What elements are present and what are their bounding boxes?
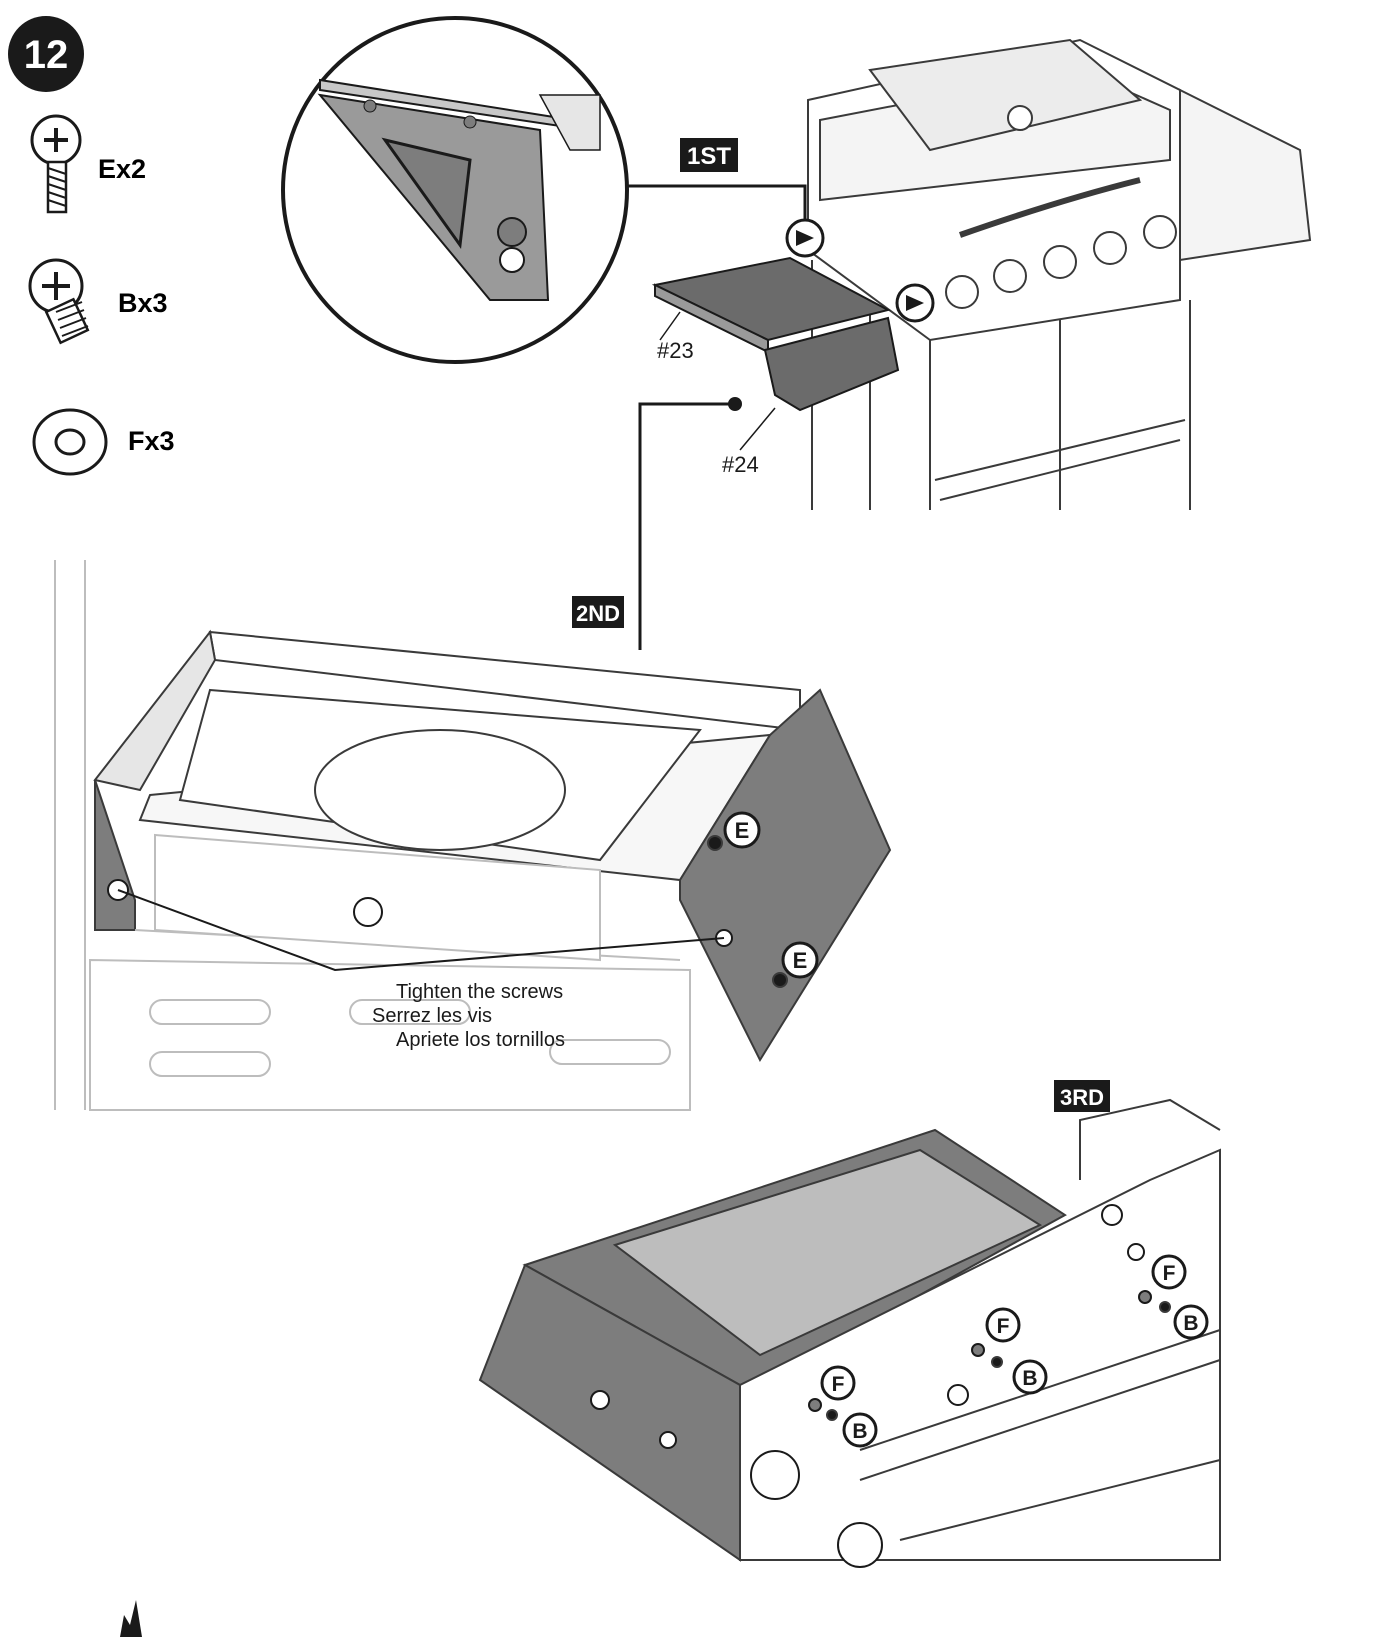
callout-b-middle: B	[1012, 1359, 1048, 1395]
sequence-label-second: 2ND	[572, 596, 624, 628]
callout-b-left: B	[842, 1412, 878, 1448]
sequence-label-first: 1ST	[680, 138, 738, 172]
callout-e-lower: E	[781, 941, 819, 979]
instruction-french: Serrez les vis	[372, 1005, 492, 1027]
hardware-label-b: Bx3	[118, 288, 168, 318]
part-23-label: #23	[657, 338, 694, 363]
callout-e-upper: E	[723, 811, 761, 849]
step-number: 12	[24, 33, 69, 77]
svg-text:2ND: 2ND	[576, 601, 620, 626]
callout-f-right: F	[1151, 1254, 1187, 1290]
grill-illustration	[807, 38, 1312, 510]
screw-b-icon	[28, 258, 90, 345]
step-badge: 12	[8, 16, 84, 92]
side-shelf-parts	[651, 218, 935, 451]
svg-text:E: E	[793, 948, 808, 973]
second-connector-line	[638, 402, 735, 650]
control-knobs	[945, 215, 1177, 309]
hardware-list: Ex2 Bx3 Fx3	[28, 114, 175, 476]
hardware-label-f: Fx3	[128, 426, 175, 456]
part-24-label: #24	[722, 452, 759, 477]
tighten-pointer-lines	[117, 889, 725, 972]
flame-logo-icon	[120, 1600, 142, 1637]
svg-text:F: F	[832, 1373, 845, 1396]
svg-text:F: F	[1163, 1262, 1176, 1285]
svg-text:3RD: 3RD	[1060, 1085, 1104, 1110]
instruction-spanish: Apriete los tornillos	[396, 1029, 565, 1051]
shelf-underside-illustration	[54, 560, 892, 1111]
hardware-label-e: Ex2	[98, 154, 146, 184]
instruction-english: Tighten the screws	[396, 981, 563, 1003]
washer-f-icon	[32, 408, 108, 476]
zoom-detail-circle	[281, 16, 629, 364]
svg-text:B: B	[852, 1420, 867, 1443]
sequence-label-third: 3RD	[1054, 1080, 1110, 1112]
callout-f-middle: F	[985, 1307, 1021, 1343]
screw-e-icon	[30, 114, 82, 214]
svg-text:B: B	[1022, 1367, 1037, 1390]
svg-text:B: B	[1183, 1312, 1198, 1335]
zoom-connector-line	[625, 184, 807, 232]
svg-text:E: E	[735, 818, 750, 843]
svg-text:1ST: 1ST	[687, 143, 731, 170]
callout-b-right: B	[1173, 1304, 1209, 1340]
callout-f-left: F	[820, 1365, 856, 1401]
svg-text:F: F	[997, 1315, 1010, 1338]
shelf-attachment-illustration	[478, 1098, 1221, 1568]
